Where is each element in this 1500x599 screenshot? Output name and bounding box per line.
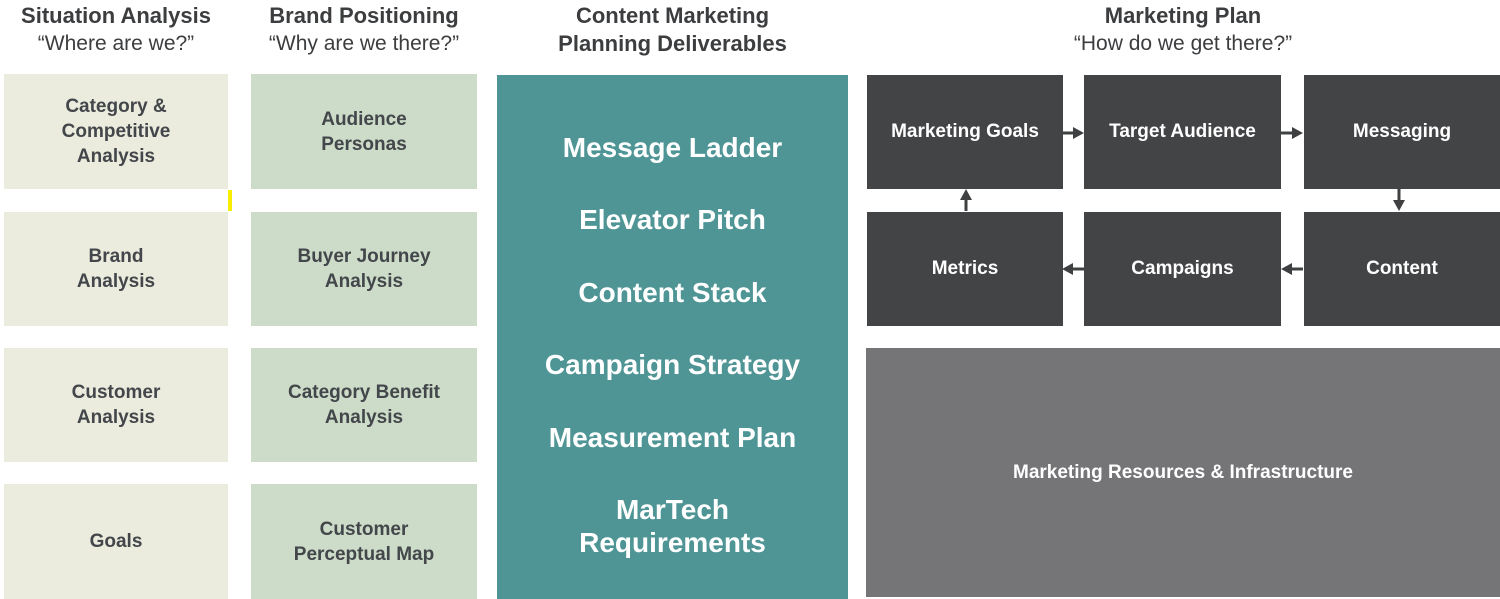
brand-positioning-header: Brand Positioning “Why are we there?” xyxy=(251,2,477,57)
box-messaging: Messaging xyxy=(1304,75,1500,189)
deliverables-header: Content Marketing Planning Deliverables xyxy=(497,2,848,58)
brand-positioning-subtitle: “Why are we there?” xyxy=(268,32,460,55)
marketing-plan-title: Marketing Plan xyxy=(1104,3,1262,28)
deliverable-campaign-strategy: Campaign Strategy xyxy=(544,349,801,381)
box-buyer-journey-analysis: Buyer Journey Analysis xyxy=(251,212,477,326)
box-marketing-goals: Marketing Goals xyxy=(867,75,1063,189)
arrow-content-to-campaigns-icon xyxy=(1280,261,1304,277)
deliverable-content-stack: Content Stack xyxy=(578,276,767,308)
arrow-campaigns-to-metrics-icon xyxy=(1061,261,1085,277)
box-category-benefit-analysis: Category Benefit Analysis xyxy=(251,348,477,462)
box-customer-analysis: Customer Analysis xyxy=(4,348,228,462)
box-content: Content xyxy=(1304,212,1500,326)
box-brand-analysis: Brand Analysis xyxy=(4,212,228,326)
arrow-goals-to-audience-icon xyxy=(1061,125,1085,141)
box-goals: Goals xyxy=(4,484,228,599)
box-audience-personas: Audience Personas xyxy=(251,74,477,189)
situation-analysis-subtitle: “Where are we?” xyxy=(37,32,195,55)
marketing-plan-subtitle: “How do we get there?” xyxy=(1073,32,1293,55)
box-campaigns: Campaigns xyxy=(1084,212,1281,326)
marketing-plan-header: Marketing Plan “How do we get there?” xyxy=(866,2,1500,57)
deliverables-title-line1: Content Marketing xyxy=(575,3,770,28)
deliverable-elevator-pitch: Elevator Pitch xyxy=(579,204,766,236)
deliverable-message-ladder: Message Ladder xyxy=(562,131,783,163)
deliverables-title-line2: Planning Deliverables xyxy=(558,31,787,56)
box-customer-perceptual-map: Customer Perceptual Map xyxy=(251,484,477,599)
deliverable-martech-requirements: MarTech Requirements xyxy=(579,494,766,559)
box-category-competitive-analysis: Category & Competitive Analysis xyxy=(4,74,228,189)
deliverable-measurement-plan: Measurement Plan xyxy=(548,421,797,453)
arrow-metrics-to-goals-icon xyxy=(958,188,974,212)
box-target-audience: Target Audience xyxy=(1084,75,1281,189)
deliverables-panel: Message Ladder Elevator Pitch Content St… xyxy=(497,75,848,599)
situation-analysis-header: Situation Analysis “Where are we?” xyxy=(4,2,228,57)
text-caret-artifact xyxy=(228,190,232,211)
arrow-messaging-to-content-icon xyxy=(1391,188,1407,212)
situation-analysis-title: Situation Analysis xyxy=(21,3,211,28)
arrow-audience-to-messaging-icon xyxy=(1280,125,1304,141)
brand-positioning-title: Brand Positioning xyxy=(269,3,459,28)
box-metrics: Metrics xyxy=(867,212,1063,326)
box-marketing-resources-infrastructure: Marketing Resources & Infrastructure xyxy=(866,348,1500,597)
